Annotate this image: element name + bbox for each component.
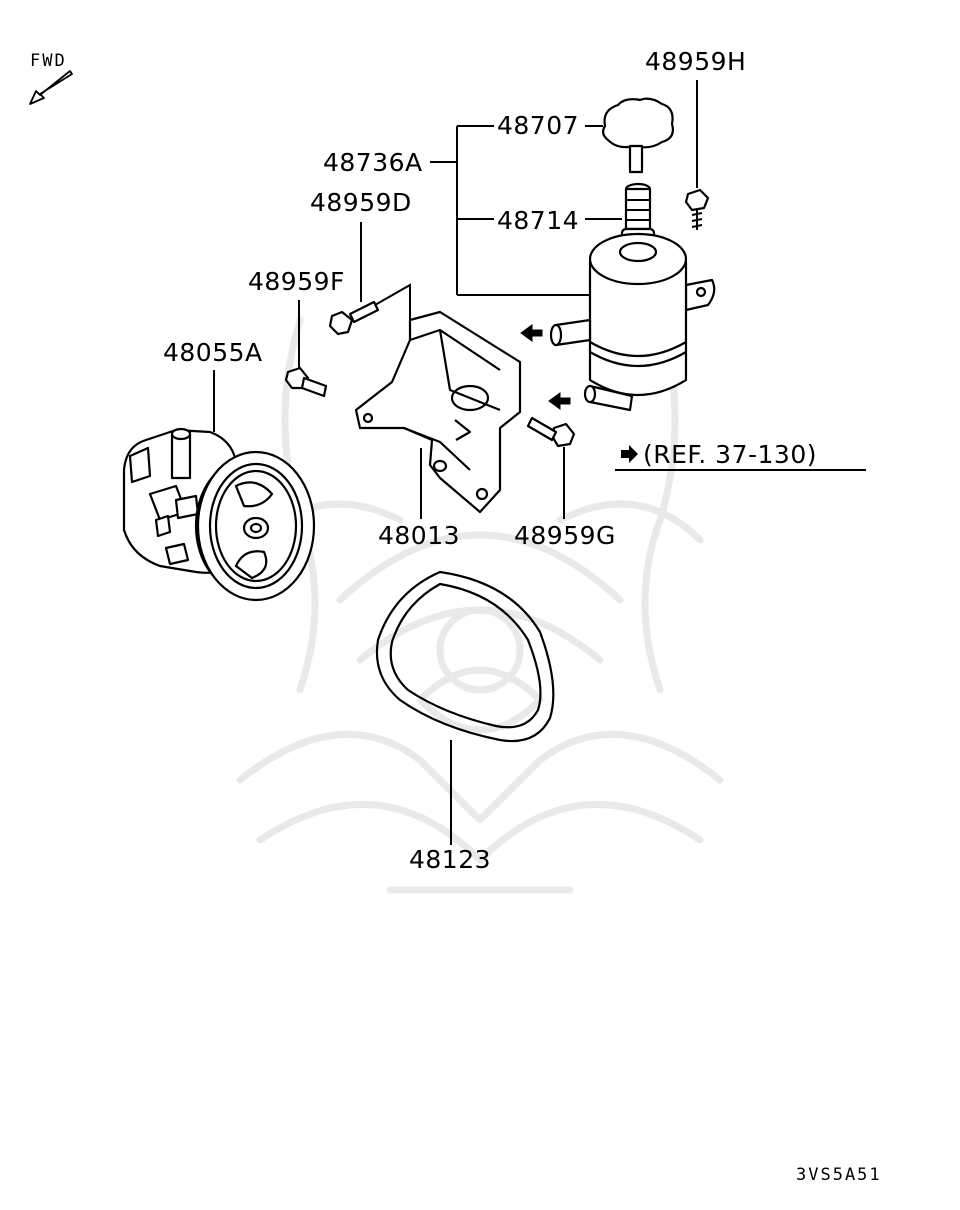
label-48013[interactable]: 48013 — [378, 521, 460, 550]
diagram-code: 3VS5A51 — [796, 1165, 882, 1185]
fwd-label: FWD — [30, 51, 67, 71]
ref-arrow-icon — [621, 445, 638, 463]
label-48959F[interactable]: 48959F — [248, 267, 345, 296]
fwd-arrow-icon — [29, 70, 73, 105]
label-48707[interactable]: 48707 — [497, 111, 579, 140]
label-48714[interactable]: 48714 — [497, 206, 579, 235]
label-48959D[interactable]: 48959D — [310, 188, 412, 217]
label-48736A[interactable]: 48736A — [323, 148, 423, 177]
reference-note[interactable]: (REF. 37-130) — [615, 440, 866, 471]
bolt-48959D[interactable] — [328, 300, 380, 336]
reservoir-cap-48707[interactable] — [601, 97, 674, 174]
label-48123[interactable]: 48123 — [409, 845, 491, 874]
bolt-48959F[interactable] — [284, 366, 328, 398]
label-48055A[interactable]: 48055A — [163, 338, 263, 367]
v-belt-48123[interactable] — [375, 570, 555, 743]
flow-arrow-icon — [548, 392, 571, 410]
label-48959G[interactable]: 48959G — [514, 521, 616, 550]
bolt-48959H[interactable] — [684, 188, 710, 230]
bolt-48959G[interactable] — [526, 416, 576, 448]
leader-lines — [213, 80, 698, 845]
fwd-indicator: FWD — [29, 51, 73, 105]
flow-arrow-icon — [520, 324, 543, 342]
ref-label[interactable]: (REF. 37-130) — [643, 440, 817, 469]
pump-48055A[interactable] — [122, 427, 316, 602]
oil-reservoir-48736A[interactable] — [549, 232, 716, 412]
label-48959H[interactable]: 48959H — [645, 47, 746, 76]
bracket-48013[interactable] — [354, 310, 522, 514]
